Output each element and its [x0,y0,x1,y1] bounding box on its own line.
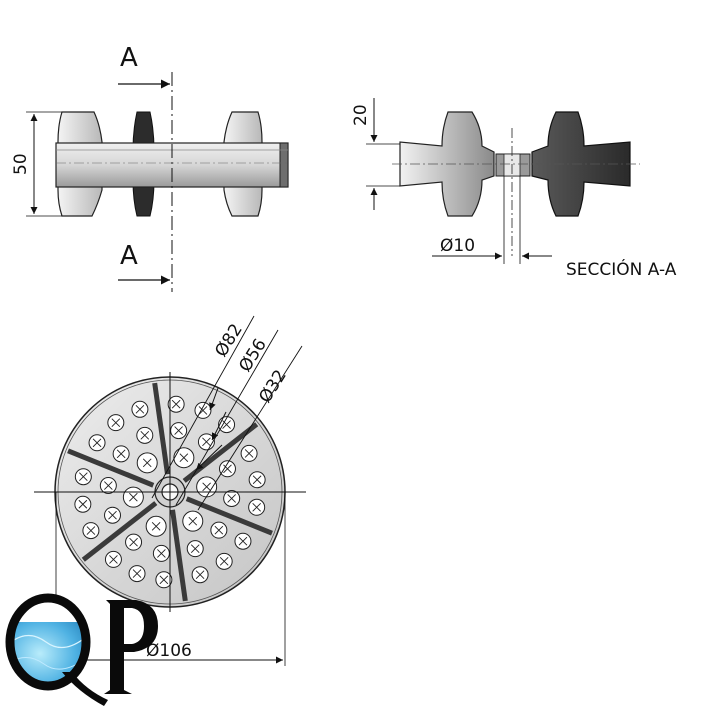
flow-hole [136,426,154,444]
disk-fin [67,448,155,488]
flow-hole [131,400,149,418]
section-caption: SECCIÓN A-A [566,258,677,280]
flow-hole [218,416,236,434]
top-view [34,315,306,666]
flow-hole [218,460,236,478]
front-view [26,72,289,292]
disk-fin [170,509,188,602]
flow-hole [173,447,195,469]
flow-holes [74,395,266,589]
flow-hole [104,506,122,524]
qp-logo [5,593,158,706]
height-50-label: 50 [11,153,31,175]
flow-hole [145,515,167,537]
flow-hole [104,550,122,568]
disk-fin [152,382,170,475]
flow-hole [88,434,106,452]
logo-p [104,600,158,694]
disk-fin [182,422,259,483]
flow-hole [128,565,146,583]
flow-hole [196,476,218,498]
flow-hole [170,422,188,440]
flow-hole [99,477,117,495]
flow-hole [167,395,185,413]
flow-hole [191,566,209,584]
flow-hole [152,544,170,562]
radial-fins [67,382,273,602]
flow-hole [197,433,215,451]
flow-hole [248,498,266,516]
flow-hole [125,533,143,551]
bore-diameter-label: Ø10 [440,236,475,256]
disk-fin [81,501,158,562]
flow-hole [136,452,158,474]
d106-label: Ø106 [146,641,192,661]
flow-hole [112,445,130,463]
flow-hole [122,486,144,508]
flow-hole [223,489,241,507]
flow-hole [210,521,228,539]
section-view [366,98,640,264]
flow-hole [240,444,258,462]
d56-label: Ø56 [235,335,271,375]
flow-hole [248,471,266,489]
height-20-label: 20 [351,104,371,126]
logo-q-ring [5,593,91,691]
flow-hole [215,552,233,570]
flow-hole [82,522,100,540]
section-letter-bottom: A [120,241,138,271]
flow-hole [234,532,252,550]
flow-hole [194,401,212,419]
disk-fin [185,496,273,536]
flow-hole [155,571,173,589]
flow-hole [107,414,125,432]
section-letter-top: A [120,43,138,73]
flow-hole [74,468,92,486]
flow-hole [74,495,92,513]
logo-q-tail [62,672,108,706]
flow-hole [182,510,204,532]
flow-hole [186,540,204,558]
